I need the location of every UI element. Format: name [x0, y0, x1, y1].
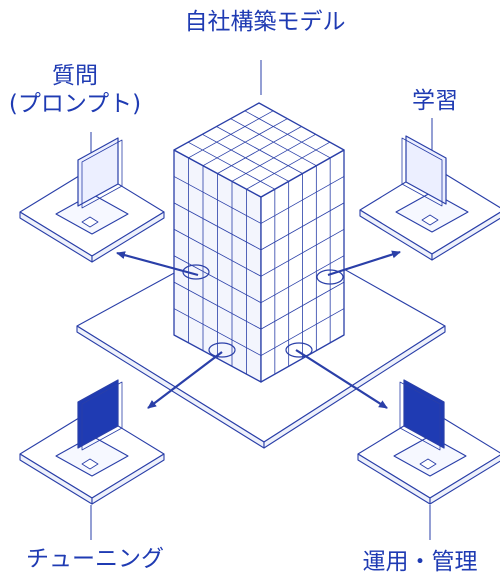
- tower-left-row-line: [173, 176, 262, 224]
- tower-right-row-line: [260, 281, 345, 330]
- tower-right-row-line: [260, 255, 345, 304]
- tuning-laptop-node: [19, 379, 165, 505]
- connector-ring: [208, 342, 236, 358]
- question-platform-right-edge: [91, 211, 165, 263]
- question-label-line2: (プロンプト): [8, 91, 142, 117]
- ops-keyboard-base: [393, 435, 467, 477]
- learning-label: 学習: [412, 88, 458, 114]
- tower-right-row-line: [260, 228, 345, 277]
- learning-platform-right-edge: [431, 211, 500, 261]
- ops-laptop-node: [357, 379, 500, 505]
- question-label-line1: 質問: [52, 63, 98, 89]
- arrow-to-learning: [327, 250, 401, 277]
- tower-top-gridline: [246, 141, 331, 190]
- question-laptop-node: [19, 137, 165, 263]
- learning-keyboard-base: [395, 191, 469, 233]
- question-screen-bezel: [81, 139, 123, 209]
- arrow-to-ops: [295, 349, 388, 409]
- learning-laptop-node: [359, 135, 500, 261]
- question-label: 質問 (プロンプト): [0, 62, 150, 118]
- model-label: 自社構築モデル: [184, 9, 346, 35]
- learning-trackpad: [421, 214, 439, 226]
- tuning-screen: [77, 379, 119, 449]
- learning-screen: [405, 135, 447, 205]
- tower-left-row-line: [173, 202, 262, 251]
- tuning-platform-right-edge: [91, 453, 165, 505]
- question-trackpad: [81, 216, 99, 228]
- ops-platform-right-edge: [429, 454, 500, 505]
- tower-left-row-line: [173, 308, 262, 356]
- question-screen: [77, 137, 119, 207]
- tower-left-row-line: [173, 281, 262, 330]
- ops-screen-bezel: [399, 381, 441, 451]
- learning-screen-bezel: [401, 137, 443, 207]
- ops-screen: [403, 379, 445, 449]
- arrow-to-question: [116, 251, 199, 277]
- tower-right-row-line: [260, 308, 345, 356]
- connector-ring: [285, 342, 313, 358]
- connector-ring: [316, 269, 344, 285]
- tower-left-row-line: [173, 255, 262, 304]
- tuning-trackpad: [81, 458, 99, 470]
- model-tower: [173, 102, 345, 383]
- ops-trackpad: [419, 458, 437, 470]
- arrow-to-tuning: [147, 351, 223, 409]
- tuning-screen-bezel: [81, 381, 123, 451]
- tuning-label: チューニング: [26, 546, 164, 572]
- operations-label: 運用・管理: [362, 549, 478, 575]
- tower-right-row-line: [260, 176, 345, 224]
- tower-right-row-line: [260, 202, 345, 251]
- tower-left-row-line: [173, 228, 262, 277]
